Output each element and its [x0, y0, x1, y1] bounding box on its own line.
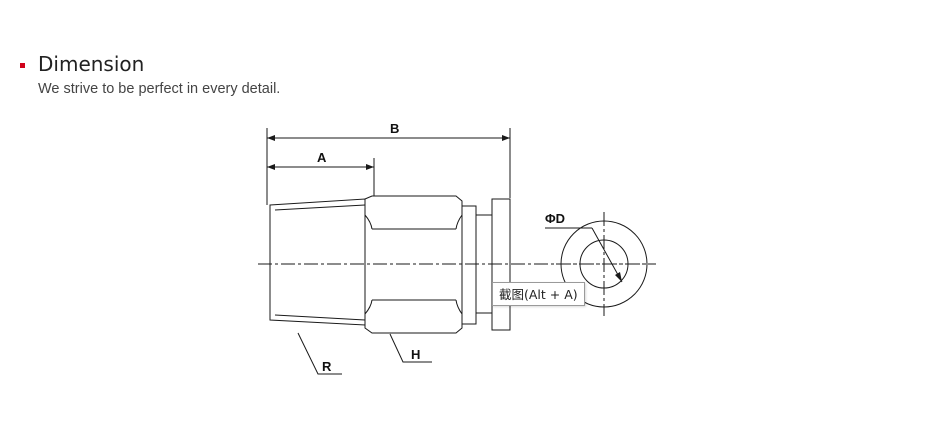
arrow-d [615, 272, 622, 282]
thread-section [269, 198, 366, 326]
neck-section [461, 205, 477, 325]
screenshot-tooltip: 截图(Alt + A) [492, 282, 585, 306]
label-d: ΦD [545, 211, 565, 226]
label-b: B [390, 121, 399, 136]
leader-h [389, 333, 432, 363]
label-a: A [317, 150, 327, 165]
hex-chamfer-bottom [364, 299, 373, 315]
label-r: R [322, 359, 332, 374]
arrow-a-left [267, 164, 275, 170]
hex-chamfer-top-right [455, 214, 463, 230]
thread-inner-top [274, 204, 366, 211]
thread-inner-bottom [274, 314, 366, 321]
label-h: H [411, 347, 420, 362]
hex-section [364, 195, 463, 334]
arrow-b-left [267, 135, 275, 141]
arrow-b-right [502, 135, 510, 141]
arrow-a-right [366, 164, 374, 170]
section-title: Dimension [38, 52, 145, 76]
leader-r [297, 332, 342, 375]
section-subtitle: We strive to be perfect in every detail. [38, 81, 281, 97]
hex-chamfer-top [364, 214, 373, 230]
leader-d-diag [591, 227, 623, 283]
hex-chamfer-bottom-right [455, 299, 463, 315]
section-bullet [20, 63, 25, 68]
